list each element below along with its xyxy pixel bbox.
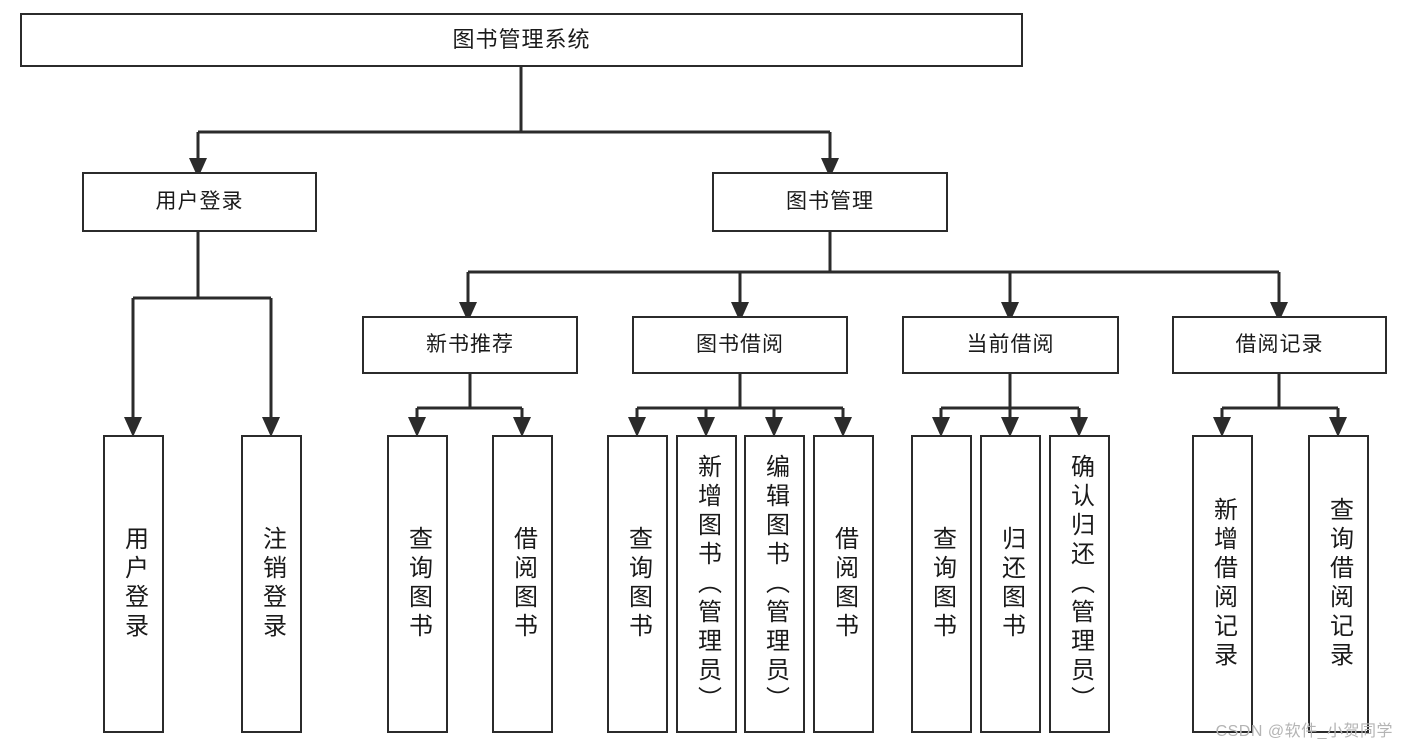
arrowhead-book-manage [821, 158, 839, 178]
node-user-login-label: 用户登录 [155, 189, 244, 213]
node-leaf-user-login-label: 用户登录 [120, 526, 148, 642]
node-leaf-add-book[interactable]: 新增图书（管理员） [676, 435, 737, 733]
node-current-borrow-label: 当前借阅 [966, 332, 1055, 356]
node-leaf-query-record-label: 查询借阅记录 [1325, 497, 1353, 671]
arrowhead-leaf-query-book-2 [628, 417, 646, 437]
node-leaf-borrow-book-1[interactable]: 借阅图书 [492, 435, 553, 733]
arrowhead-leaf-return-book [1001, 417, 1019, 437]
arrowhead-leaf-query-book-1 [408, 417, 426, 437]
arrowhead-user-login [189, 158, 207, 178]
arrowhead-leaf-add-book [697, 417, 715, 437]
node-leaf-add-book-label: 新增图书（管理员） [693, 453, 721, 715]
node-leaf-borrow-book-2-label: 借阅图书 [830, 526, 858, 642]
node-leaf-logout-login-label: 注销登录 [258, 526, 286, 642]
node-leaf-query-book-1[interactable]: 查询图书 [387, 435, 448, 733]
node-current-borrow[interactable]: 当前借阅 [902, 316, 1119, 374]
arrowhead-leaf-query-record [1329, 417, 1347, 437]
node-book-borrow[interactable]: 图书借阅 [632, 316, 848, 374]
arrowhead-leaf-borrow-book-1 [513, 417, 531, 437]
node-book-borrow-label: 图书借阅 [696, 332, 784, 356]
arrowheads [124, 158, 1347, 437]
node-leaf-borrow-book-1-label: 借阅图书 [509, 526, 537, 642]
node-leaf-add-record-label: 新增借阅记录 [1209, 497, 1237, 671]
arrowhead-current-borrow [1001, 302, 1019, 322]
arrowhead-new-book-rec [459, 302, 477, 322]
node-new-book-rec[interactable]: 新书推荐 [362, 316, 578, 374]
node-book-manage[interactable]: 图书管理 [712, 172, 948, 232]
node-book-manage-label: 图书管理 [786, 189, 874, 213]
node-leaf-query-record[interactable]: 查询借阅记录 [1308, 435, 1369, 733]
node-root[interactable]: 图书管理系统 [20, 13, 1023, 67]
node-new-book-rec-label: 新书推荐 [426, 332, 514, 356]
arrowhead-leaf-add-record [1213, 417, 1231, 437]
node-leaf-query-book-2-label: 查询图书 [624, 526, 652, 642]
node-leaf-query-book-1-label: 查询图书 [404, 526, 432, 642]
node-leaf-logout-login[interactable]: 注销登录 [241, 435, 302, 733]
arrowhead-leaf-borrow-book-2 [834, 417, 852, 437]
node-leaf-confirm-return[interactable]: 确认归还（管理员） [1049, 435, 1110, 733]
arrowhead-borrow-record [1270, 302, 1288, 322]
node-leaf-return-book[interactable]: 归还图书 [980, 435, 1041, 733]
node-leaf-edit-book[interactable]: 编辑图书（管理员） [744, 435, 805, 733]
node-leaf-return-book-label: 归还图书 [997, 526, 1025, 642]
node-user-login[interactable]: 用户登录 [82, 172, 317, 232]
node-root-label: 图书管理系统 [452, 27, 591, 53]
arrowhead-leaf-user-login [124, 417, 142, 437]
arrowhead-leaf-query-book-3 [932, 417, 950, 437]
node-leaf-query-book-3-label: 查询图书 [928, 526, 956, 642]
arrowhead-leaf-confirm-return [1070, 417, 1088, 437]
node-borrow-record-label: 借阅记录 [1235, 332, 1324, 356]
arrowhead-leaf-edit-book [765, 417, 783, 437]
node-leaf-query-book-2[interactable]: 查询图书 [607, 435, 668, 733]
node-leaf-query-book-3[interactable]: 查询图书 [911, 435, 972, 733]
node-leaf-borrow-book-2[interactable]: 借阅图书 [813, 435, 874, 733]
node-leaf-add-record[interactable]: 新增借阅记录 [1192, 435, 1253, 733]
node-leaf-user-login[interactable]: 用户登录 [103, 435, 164, 733]
node-leaf-edit-book-label: 编辑图书（管理员） [761, 453, 789, 715]
arrowhead-book-borrow [731, 302, 749, 322]
arrowhead-leaf-logout-login [262, 417, 280, 437]
node-borrow-record[interactable]: 借阅记录 [1172, 316, 1387, 374]
node-leaf-confirm-return-label: 确认归还（管理员） [1066, 453, 1094, 715]
